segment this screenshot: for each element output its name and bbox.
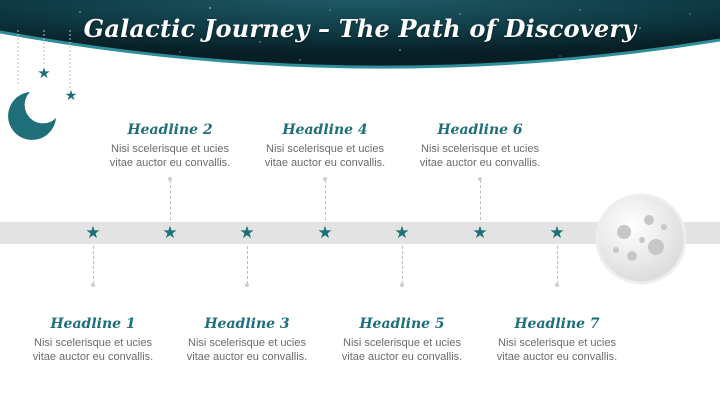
milestone-description-line: Nisi scelerisque et ucies (421, 143, 539, 155)
connector-line (325, 180, 326, 220)
milestone-7: Headline 7 Nisi scelerisque et ucies vitae… (482, 316, 632, 364)
milestone-description-line: vitae auctor eu convallis. (419, 157, 541, 169)
milestone-headline: Headline 5 (359, 316, 445, 332)
header-banner: Galactic Journey – The Path of Discovery (0, 0, 720, 80)
milestone-headline: Headline 4 (282, 122, 368, 138)
star-icon: ★ (317, 223, 333, 243)
milestone-description-line: vitae auctor eu convallis. (109, 157, 231, 169)
milestone-headline: Headline 3 (204, 316, 290, 332)
milestone-headline: Headline 2 (127, 122, 213, 138)
connector-dot (245, 283, 249, 287)
milestone-description-line: vitae auctor eu convallis. (496, 351, 618, 363)
page-title: Galactic Journey – The Path of Discovery (83, 14, 637, 43)
milestone-description-line: vitae auctor eu convallis. (264, 157, 386, 169)
connector-line (480, 180, 481, 220)
milestone-headline: Headline 1 (50, 316, 136, 332)
crescent-moon-icon (8, 92, 56, 140)
header-background (0, 0, 720, 69)
connector-line (93, 246, 94, 284)
milestone-description-line: Nisi scelerisque et ucies (188, 337, 306, 349)
connector-line (170, 180, 171, 220)
milestone-description-line: Nisi scelerisque et ucies (343, 337, 461, 349)
star-icon: ★ (472, 223, 488, 243)
milestone-description-line: Nisi scelerisque et ucies (498, 337, 616, 349)
star-icon: ★ (162, 223, 178, 243)
milestone-5: Headline 5 Nisi scelerisque et ucies vitae… (327, 316, 477, 364)
milestone-description-line: Nisi scelerisque et ucies (34, 337, 152, 349)
milestone-headline: Headline 7 (514, 316, 600, 332)
star-icon: ★ (65, 88, 78, 104)
milestone-headline: Headline 6 (437, 122, 523, 138)
connector-dot (168, 177, 172, 181)
hanging-decorations: ★ ★ (8, 30, 78, 140)
milestone-description-line: Nisi scelerisque et ucies (111, 143, 229, 155)
connector-line (402, 246, 403, 284)
milestone-description-line: vitae auctor eu convallis. (32, 351, 154, 363)
milestone-description-line: Nisi scelerisque et ucies (266, 143, 384, 155)
milestone-6: Headline 6 Nisi scelerisque et ucies vitae… (405, 122, 555, 170)
connector-dot (91, 283, 95, 287)
milestone-1: Headline 1 Nisi scelerisque et ucies vitae… (18, 316, 168, 364)
milestone-description-line: vitae auctor eu convallis. (341, 351, 463, 363)
connector-dot (555, 283, 559, 287)
connector-dot (400, 283, 404, 287)
star-icon: ★ (37, 64, 50, 82)
full-moon-icon (595, 193, 687, 285)
star-icon: ★ (394, 223, 410, 243)
connector-dot (478, 177, 482, 181)
star-icon: ★ (239, 223, 255, 243)
timeline-band (0, 222, 720, 244)
connector-line (557, 246, 558, 284)
milestone-4: Headline 4 Nisi scelerisque et ucies vitae… (250, 122, 400, 170)
connector-dot (323, 177, 327, 181)
milestone-3: Headline 3 Nisi scelerisque et ucies vitae… (172, 316, 322, 364)
connector-line (247, 246, 248, 284)
star-icon: ★ (85, 223, 101, 243)
milestone-description-line: vitae auctor eu convallis. (186, 351, 308, 363)
star-icon: ★ (549, 223, 565, 243)
milestone-2: Headline 2 Nisi scelerisque et ucies vitae… (95, 122, 245, 170)
